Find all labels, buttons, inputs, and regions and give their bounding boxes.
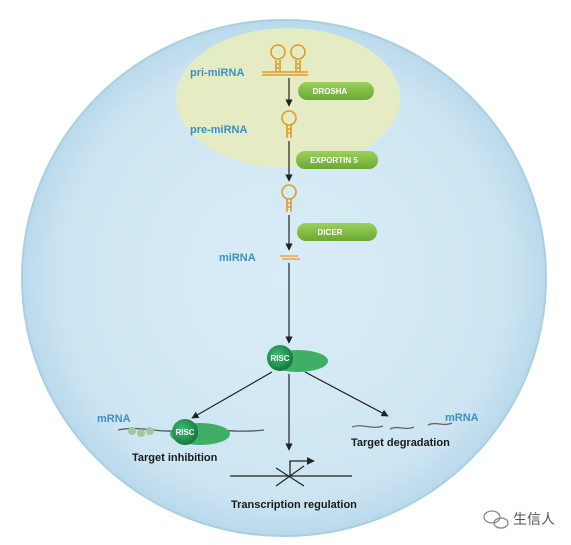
- cell-body: [21, 19, 547, 537]
- ribosome-icon: [128, 427, 154, 437]
- degraded-mrna-fragments: [351, 422, 453, 430]
- pre-mirna-hairpin-icon: [281, 110, 297, 138]
- dicer-enzyme: DICER: [297, 223, 377, 241]
- pre-mirna-label: pre-miRNA: [190, 124, 248, 136]
- risc-center-label: RISC: [270, 354, 289, 363]
- risc-complex-center: RISC: [267, 345, 328, 372]
- target-degradation-label: Target degradation: [351, 437, 450, 449]
- exportin5-enzyme: EXPORTIN 5: [296, 151, 378, 169]
- cytoplasm-hairpin-icon: [281, 184, 297, 212]
- pri-mirna-hairpins-icon: [262, 44, 308, 76]
- target-inhibition-label: Target inhibition: [132, 452, 218, 464]
- mirna-duplex-icon: [280, 255, 300, 260]
- drosha-label: DROSHA: [313, 87, 348, 96]
- dicer-label: DICER: [318, 228, 343, 237]
- pri-mirna-label: pri-miRNA: [190, 67, 244, 79]
- mrna-left-label: mRNA: [97, 413, 131, 425]
- watermark: 生信人: [483, 510, 555, 529]
- mirna-label: miRNA: [219, 252, 256, 264]
- transcription-regulation-label: Transcription regulation: [231, 499, 357, 511]
- drosha-enzyme: DROSHA: [298, 82, 374, 100]
- repression-cross-icon: [275, 465, 305, 487]
- arrow-to-inhibition: [191, 371, 273, 419]
- risc-complex-left: RISC: [170, 419, 230, 445]
- risc-left-label: RISC: [175, 428, 194, 437]
- exportin5-label: EXPORTIN 5: [310, 156, 358, 165]
- wechat-logo-icon: [483, 510, 509, 529]
- arrow-to-degradation: [304, 371, 389, 417]
- nucleus: [176, 28, 400, 168]
- mrna-right-label: mRNA: [445, 412, 479, 424]
- watermark-text: 生信人: [513, 512, 555, 528]
- promoter-arrow: [289, 457, 315, 476]
